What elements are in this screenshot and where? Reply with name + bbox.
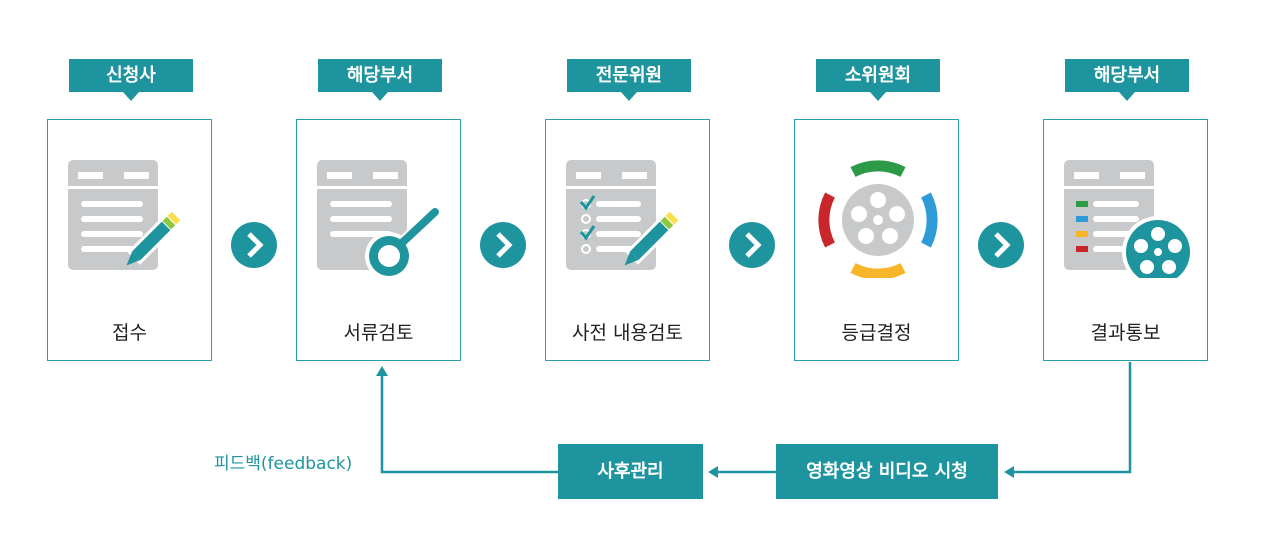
step-tag-label: 해당부서 [1093,65,1161,86]
step-label: 등급결정 [841,322,912,344]
feedback-label: 피드백(feedback) [214,454,353,474]
video-viewing-box: 영화영상 비디오 시청 [776,444,998,499]
step-label: 사전 내용검토 [572,322,683,344]
document-film-reel-icon [1064,160,1192,278]
step-tag-label: 해당부서 [346,65,414,86]
step-tag-5: 해당부서 [1065,59,1189,101]
step-box-result-notification: 결과통보 [1043,119,1208,361]
film-reel-rating-icon [818,160,938,278]
step-box-prior-content-review: 사전 내용검토 [545,119,710,361]
step-tag-3: 전문위원 [567,59,691,101]
document-magnifier-icon [317,160,441,278]
checklist-pencil-icon [566,160,681,270]
step-box-document-review: 서류검토 [296,119,461,361]
step-tag-label: 신청사 [106,65,156,86]
step-box-rating-decision: 등급결정 [794,119,959,361]
step-label: 서류검토 [343,322,414,344]
step-tag-4: 소위원회 [816,59,940,101]
chevron-right-icon [231,222,277,268]
document-pencil-icon [68,160,183,270]
step-tag-2: 해당부서 [318,59,442,101]
step-box-receipt: 접수 [47,119,212,361]
step-label: 접수 [112,322,147,344]
chevron-right-icon [978,222,1024,268]
step-tag-1: 신청사 [69,59,193,101]
aftercare-box: 사후관리 [558,444,703,499]
step-tag-label: 소위원회 [844,65,912,86]
step-tag-label: 전문위원 [595,65,663,86]
chevron-right-icon [729,222,775,268]
step-label: 결과통보 [1090,322,1161,344]
chevron-right-icon [480,222,526,268]
